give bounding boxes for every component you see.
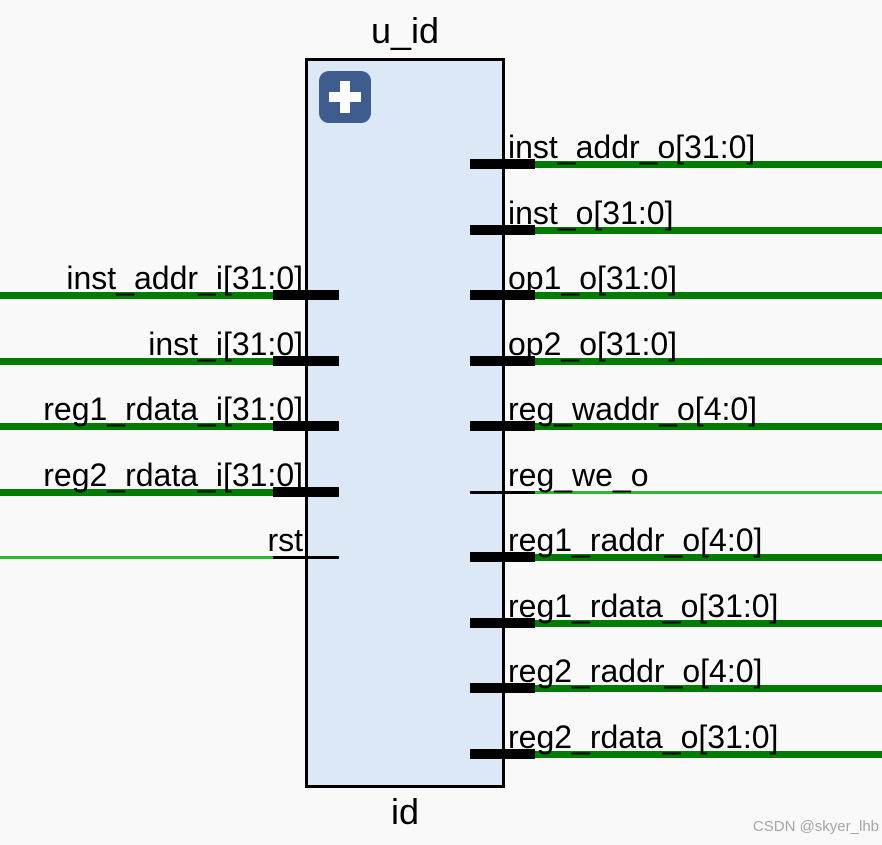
port-label[interactable]: inst_addr_i[31:0] xyxy=(66,260,303,296)
port-label[interactable]: reg2_raddr_o[4:0] xyxy=(508,653,763,689)
bus-net-wire[interactable] xyxy=(535,620,882,627)
bus-net-wire[interactable] xyxy=(535,685,882,692)
bus-net-wire[interactable] xyxy=(535,292,882,299)
port-label[interactable]: inst_addr_o[31:0] xyxy=(508,129,756,165)
bus-net-wire[interactable] xyxy=(535,358,882,365)
expand-button[interactable] xyxy=(319,71,371,123)
pin-stub[interactable] xyxy=(470,683,535,693)
pin-stub[interactable] xyxy=(470,159,535,169)
bus-net-wire[interactable] xyxy=(0,489,273,496)
port-label[interactable]: inst_i[31:0] xyxy=(148,326,303,362)
pin-stub[interactable] xyxy=(470,618,535,628)
port-label[interactable]: inst_o[31:0] xyxy=(508,195,674,231)
watermark: CSDN @skyer_lhb xyxy=(752,818,879,835)
bus-net-wire[interactable] xyxy=(0,292,273,299)
pin-stub[interactable] xyxy=(273,421,339,431)
bus-net-wire[interactable] xyxy=(535,227,882,234)
port-label[interactable]: reg1_rdata_o[31:0] xyxy=(508,588,779,624)
plus-icon xyxy=(340,81,350,113)
port-label[interactable]: reg_we_o xyxy=(508,457,649,493)
port-label[interactable]: op1_o[31:0] xyxy=(508,260,678,296)
pin-stub[interactable] xyxy=(273,556,339,559)
pin-stub[interactable] xyxy=(470,356,535,366)
port-label[interactable]: rst xyxy=(267,522,303,558)
pin-stub[interactable] xyxy=(470,491,535,494)
bus-net-wire[interactable] xyxy=(535,554,882,561)
instance-name-label: u_id xyxy=(370,10,440,51)
port-label[interactable]: reg2_rdata_i[31:0] xyxy=(43,457,303,493)
bus-net-wire[interactable] xyxy=(0,358,273,365)
pin-stub[interactable] xyxy=(470,749,535,759)
port-label[interactable]: op2_o[31:0] xyxy=(508,326,678,362)
pin-stub[interactable] xyxy=(273,290,339,300)
bit-net-wire[interactable] xyxy=(0,556,273,559)
bus-net-wire[interactable] xyxy=(0,423,273,430)
port-label[interactable]: reg_waddr_o[4:0] xyxy=(508,391,758,427)
port-label[interactable]: reg2_rdata_o[31:0] xyxy=(508,719,779,755)
pin-stub[interactable] xyxy=(273,356,339,366)
pin-stub[interactable] xyxy=(470,421,535,431)
bit-net-wire[interactable] xyxy=(535,491,882,494)
bus-net-wire[interactable] xyxy=(535,751,882,758)
pin-stub[interactable] xyxy=(470,552,535,562)
bus-net-wire[interactable] xyxy=(535,161,882,168)
pin-stub[interactable] xyxy=(273,487,339,497)
pin-stub[interactable] xyxy=(470,290,535,300)
port-label[interactable]: reg1_raddr_o[4:0] xyxy=(508,522,763,558)
port-label[interactable]: reg1_rdata_i[31:0] xyxy=(43,391,303,427)
pin-stub[interactable] xyxy=(470,225,535,235)
module-type-label: id xyxy=(390,791,420,832)
bus-net-wire[interactable] xyxy=(535,423,882,430)
